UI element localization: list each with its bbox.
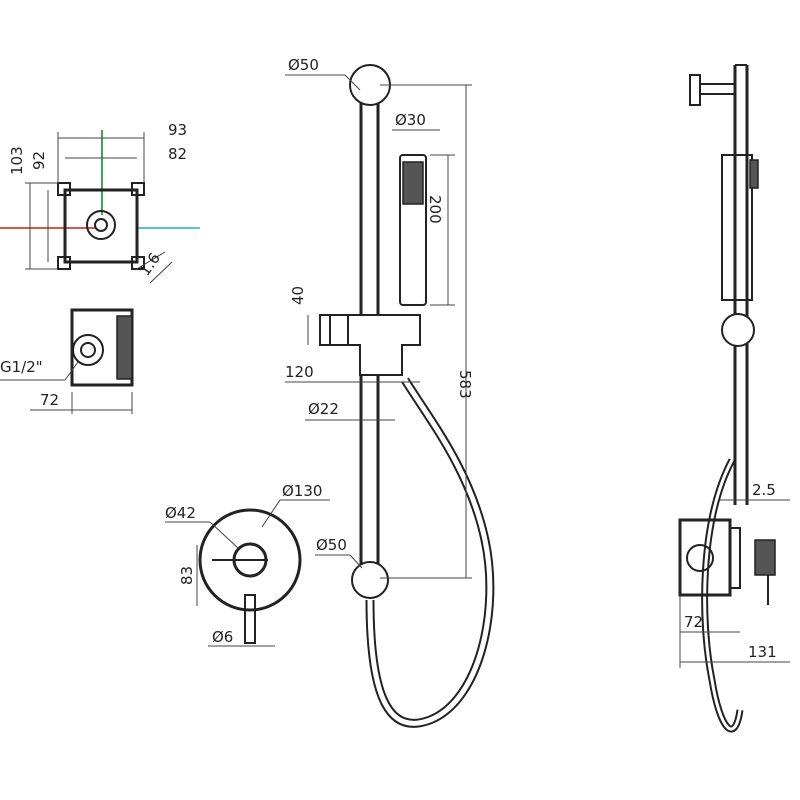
box-port [72, 334, 104, 366]
dim-label: 72 [40, 391, 59, 409]
body-ear [131, 256, 145, 270]
dim-label: 1.6 [136, 249, 164, 279]
dim-label: 93 [168, 121, 187, 139]
dim-label: 103 [8, 146, 26, 175]
wall-plate-front-view: Ø130 Ø42 83 Ø6 [165, 482, 330, 647]
dim-label: 72 [684, 613, 703, 631]
dim-leader [149, 261, 173, 284]
dim-label: 131 [748, 643, 777, 661]
dim-label: Ø30 [395, 111, 426, 129]
dim-label: 83 [178, 566, 196, 585]
dim-label: 583 [456, 370, 474, 399]
box-port [686, 544, 714, 572]
box-thread-face [116, 315, 133, 380]
valve-port-inner [94, 218, 108, 232]
handset [399, 154, 427, 306]
body-ear [57, 182, 71, 196]
dim-leader [349, 554, 363, 569]
dim-label: 82 [168, 145, 187, 163]
body-ear [57, 256, 71, 270]
dim-label: G1/2" [0, 358, 43, 376]
pin [244, 594, 256, 644]
dim-label: 2.5 [752, 481, 776, 499]
hose-inner [367, 378, 493, 726]
handset-profile [721, 154, 753, 301]
top-arm-plate [689, 74, 701, 106]
plate-outline [198, 508, 302, 612]
dim-leader [209, 521, 239, 549]
mounting-box-side-view: G1/2" 72 [0, 308, 134, 414]
slider-knob [329, 314, 349, 346]
valve-port [86, 210, 116, 240]
dim-label: 200 [426, 195, 444, 224]
body-outline [63, 188, 139, 264]
dim-label: 40 [289, 286, 307, 305]
valve-body-front-view: 93 82 103 92 1.6 [0, 121, 200, 284]
handset-nozzle [749, 159, 759, 189]
dim-label: Ø42 [165, 504, 196, 522]
body-ear [131, 182, 145, 196]
dim-leader [261, 499, 281, 528]
dim-leader [64, 361, 79, 381]
dim-leader [134, 251, 166, 271]
dim-label: Ø130 [282, 482, 322, 500]
box-port-inner [80, 342, 96, 358]
plate-profile [729, 527, 741, 589]
slide-rail-front-view: 583 Ø50 Ø30 200 40 120 Ø22 Ø50 [285, 56, 495, 728]
knob-profile [754, 539, 776, 576]
dim-label: Ø22 [308, 400, 339, 418]
dim-label: Ø6 [212, 628, 233, 646]
slider-profile [721, 313, 755, 347]
dim-label: Ø50 [288, 56, 319, 74]
bottom-bracket [351, 561, 389, 599]
dim-label: Ø50 [316, 536, 347, 554]
handset-grip [402, 161, 424, 205]
dim-label: 120 [285, 363, 314, 381]
side-view: 2.5 72 131 [678, 64, 790, 733]
dim-label: 92 [30, 151, 48, 170]
dim-leader [344, 74, 361, 91]
